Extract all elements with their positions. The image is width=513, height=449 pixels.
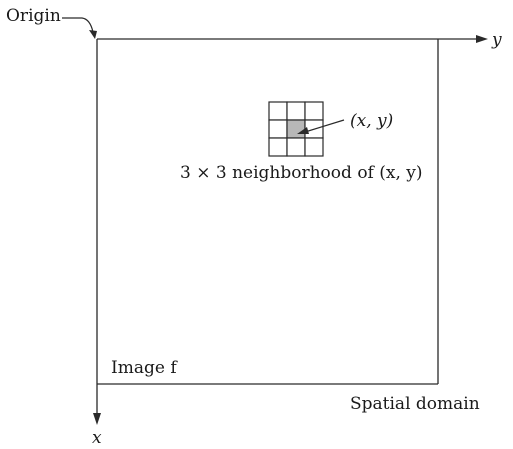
x-axis-label: x (92, 428, 102, 448)
spatial-domain-label: Spatial domain (350, 394, 480, 414)
neighborhood-cell (268, 101, 288, 121)
x-axis-arrowhead (93, 413, 101, 425)
origin-pointer (62, 17, 94, 33)
neighborhood-cell (268, 119, 288, 139)
y-axis-arrowhead (476, 35, 488, 43)
point-pointer (304, 119, 345, 133)
point-arrowhead (297, 127, 309, 134)
neighborhood-cell (286, 137, 306, 157)
neighborhood-label: 3 × 3 neighborhood of (x, y) (180, 163, 423, 183)
neighborhood-cell (268, 137, 288, 157)
origin-label: Origin (6, 6, 61, 26)
origin-arrowhead (89, 30, 97, 39)
y-axis-label: y (491, 30, 502, 50)
neighborhood-cell (304, 137, 324, 157)
neighborhood-cell (286, 101, 306, 121)
image-label: Image f (111, 358, 178, 378)
neighborhood-cell (304, 101, 324, 121)
neighborhood-center-cell (286, 119, 306, 139)
point-label: (x, y) (350, 111, 393, 131)
